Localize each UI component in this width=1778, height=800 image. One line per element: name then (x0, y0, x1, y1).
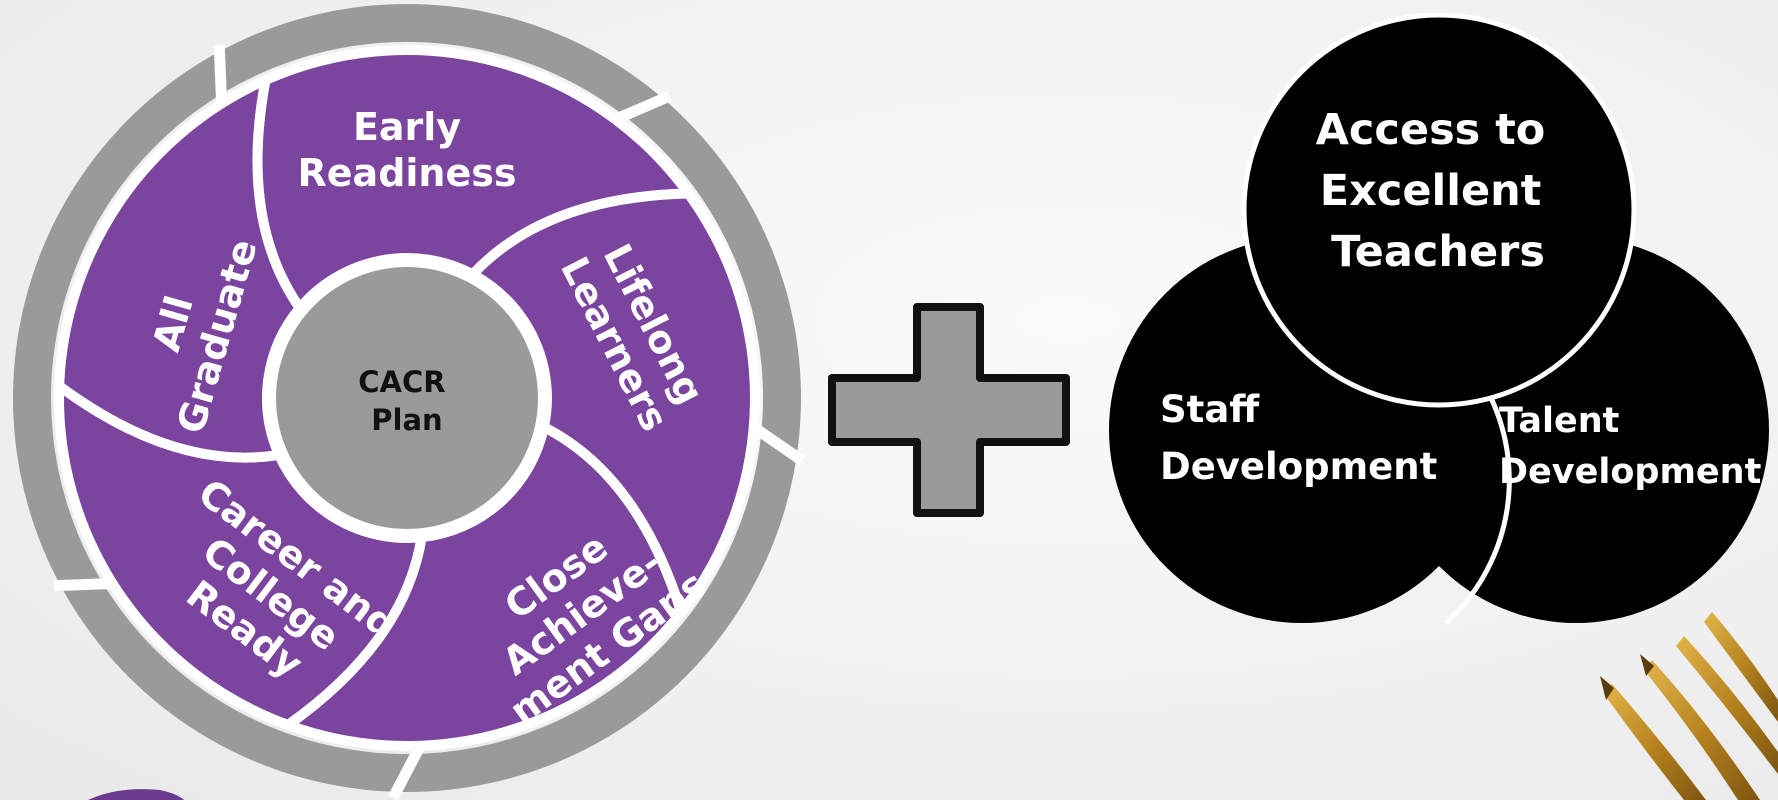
venn-label-line: Teachers (1331, 227, 1545, 277)
venn-label-line: Access to (1316, 105, 1546, 155)
venn-overlap-outline (1444, 396, 1512, 625)
outer-ring (13, 4, 806, 800)
venn-label-line: Excellent (1320, 166, 1542, 216)
center-label: CACR Plan (358, 365, 455, 437)
venn-label-line: Talent (1499, 401, 1619, 441)
venn-diagram: Access to Excellent Teachers Staff Devel… (1109, 12, 1769, 625)
venn-label-line: Staff (1160, 388, 1260, 431)
venn-label-line: Development (1499, 452, 1761, 492)
access-to-excellent-teachers-label: Access to Excellent Teachers (1316, 105, 1561, 277)
outer-ring-gap (213, 44, 228, 102)
paintbrush-icon (1600, 612, 1778, 800)
outer-ring-gap (388, 745, 425, 800)
segment-label-line: Early (353, 105, 461, 149)
access-to-excellent-teachers-circle (1241, 12, 1637, 408)
outer-ring-gap (752, 423, 806, 466)
center-label-line: CACR (358, 365, 445, 399)
venn-label-line: Development (1160, 445, 1437, 488)
outer-ring-gap (615, 91, 672, 124)
center-circle (266, 257, 548, 539)
outer-ring-gap (53, 577, 111, 592)
center-label-line: Plan (371, 403, 442, 437)
talent-development-label: Talent Development (1499, 401, 1761, 492)
segment-label-line: Readiness (298, 151, 517, 195)
corner-decoration (88, 789, 184, 800)
staff-development-label: Staff Development (1160, 388, 1437, 488)
plus-icon (828, 303, 1070, 517)
